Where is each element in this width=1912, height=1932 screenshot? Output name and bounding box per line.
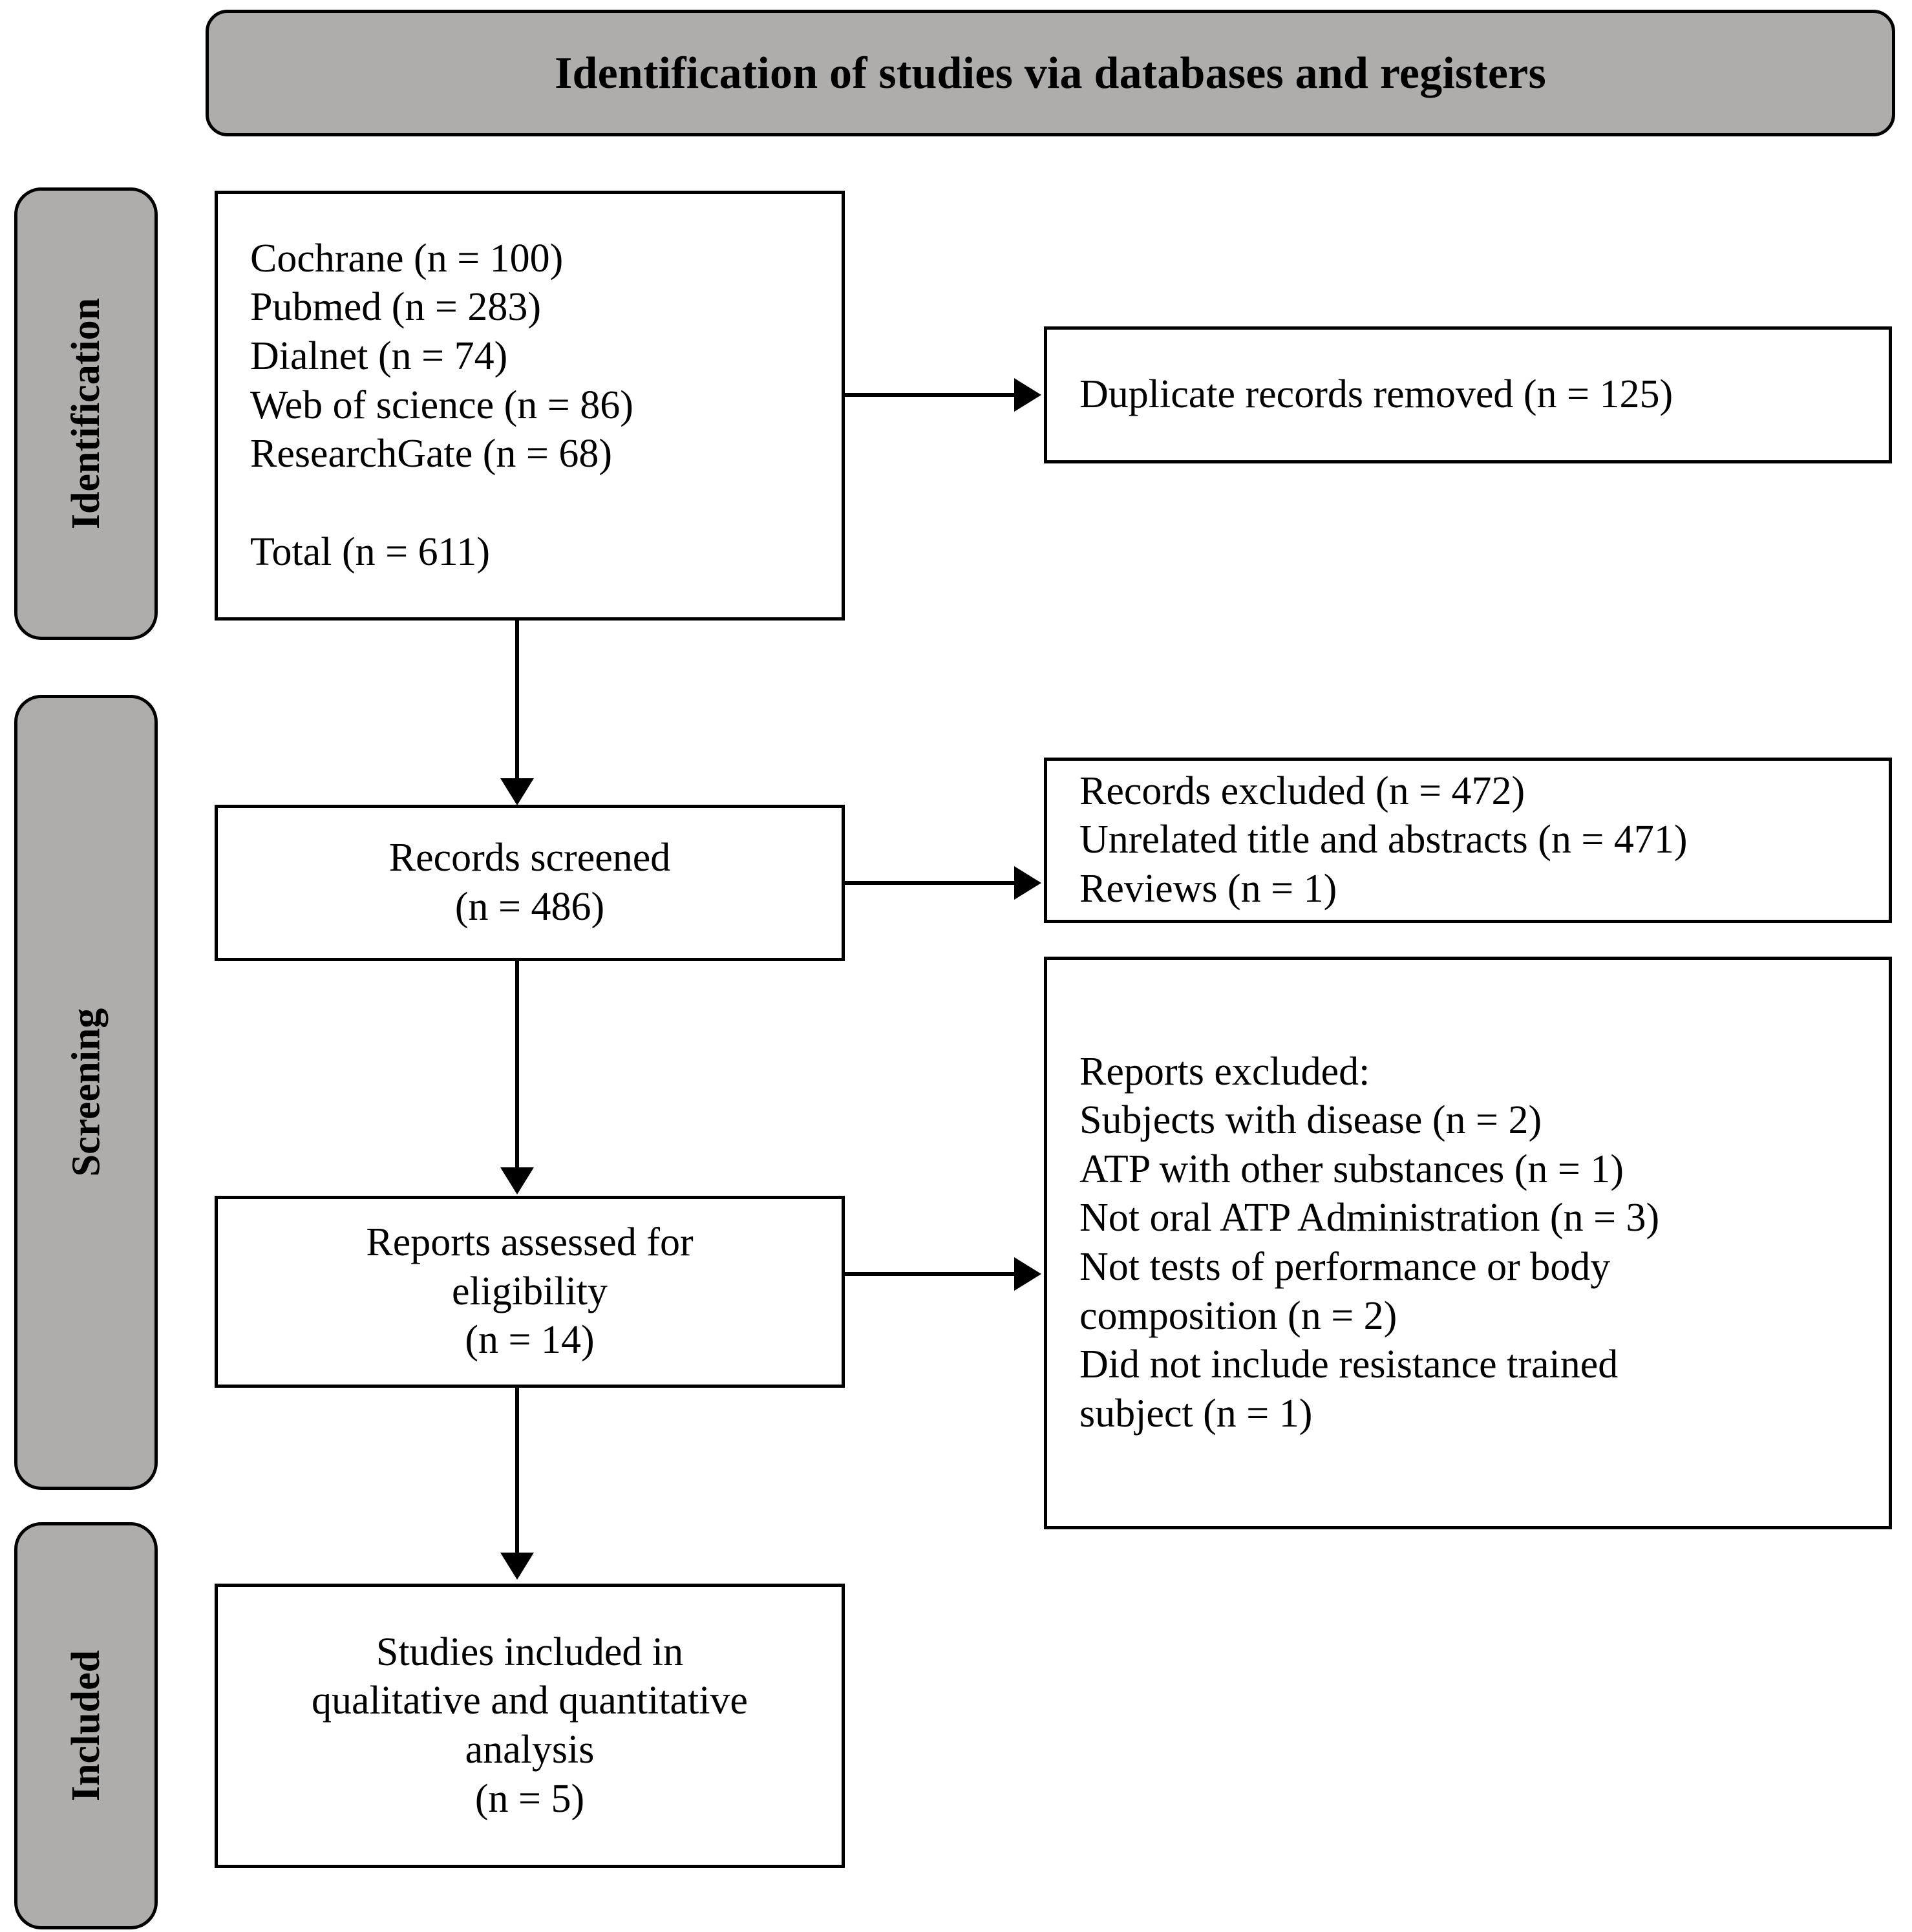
stage-label-screening-text: Screening — [64, 1008, 108, 1177]
stage-label-identification: Identification — [14, 187, 158, 640]
connector-sources-to-screened — [515, 621, 519, 782]
box-records-excluded: Records excluded (n = 472) Unrelated tit… — [1044, 758, 1892, 923]
connector-sources-to-duplicates — [845, 393, 1019, 397]
box-records-identified: Cochrane (n = 100) Pubmed (n = 283) Dial… — [215, 191, 845, 621]
box-records-identified-text: Cochrane (n = 100) Pubmed (n = 283) Dial… — [250, 236, 633, 574]
box-reports-assessed-eligibility: Reports assessed for eligibility (n = 14… — [215, 1196, 845, 1388]
stage-label-identification-text: Identification — [64, 297, 109, 530]
connector-screened-to-records-excluded — [845, 881, 1019, 885]
box-reports-excluded: Reports excluded: Subjects with disease … — [1044, 957, 1892, 1529]
stage-label-included: Included — [14, 1522, 158, 1929]
box-records-screened-text: Records screened (n = 486) — [388, 836, 671, 929]
arrowhead-down-icon — [500, 778, 534, 805]
box-duplicate-records-removed-text: Duplicate records removed (n = 125) — [1079, 372, 1673, 417]
arrowhead-down-icon — [500, 1167, 534, 1194]
box-reports-assessed-eligibility-text: Reports assessed for eligibility (n = 14… — [366, 1220, 694, 1363]
arrowhead-right-icon — [1014, 866, 1041, 900]
box-records-excluded-text: Records excluded (n = 472) Unrelated tit… — [1079, 769, 1688, 911]
box-studies-included: Studies included in qualitative and quan… — [215, 1584, 845, 1868]
arrowhead-right-icon — [1014, 378, 1041, 412]
diagram-header: Identification of studies via databases … — [206, 10, 1895, 136]
connector-screened-to-eligibility — [515, 961, 519, 1169]
connector-eligibility-to-reports-excluded — [845, 1272, 1019, 1276]
stage-label-screening: Screening — [14, 695, 158, 1490]
box-reports-excluded-text: Reports excluded: Subjects with disease … — [1079, 1049, 1660, 1436]
box-duplicate-records-removed: Duplicate records removed (n = 125) — [1044, 326, 1892, 463]
arrowhead-down-icon — [500, 1553, 534, 1580]
arrowhead-right-icon — [1014, 1257, 1041, 1291]
connector-eligibility-to-included — [515, 1388, 519, 1555]
box-records-screened: Records screened (n = 486) — [215, 805, 845, 961]
diagram-title: Identification of studies via databases … — [555, 48, 1546, 98]
box-studies-included-text: Studies included in qualitative and quan… — [312, 1629, 748, 1821]
stage-label-included-text: Included — [64, 1650, 109, 1802]
